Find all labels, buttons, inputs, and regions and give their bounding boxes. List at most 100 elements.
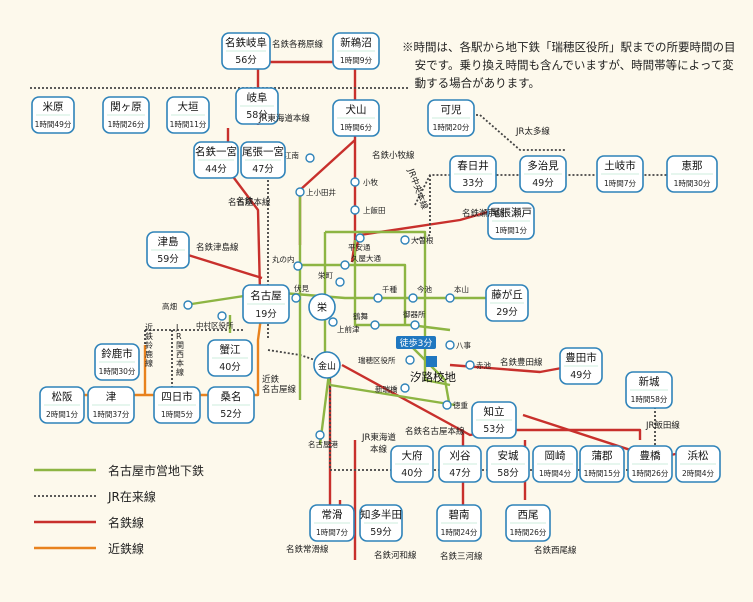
subway-higashiyama-line [184, 290, 495, 307]
minor-station-label: 高畑 [162, 301, 177, 311]
station-name: 西尾 [518, 509, 539, 521]
minor-station-dot [350, 205, 360, 215]
minor-station-dot [350, 177, 360, 187]
station-time: 19分 [255, 309, 277, 320]
station-time: 2時間4分 [682, 469, 715, 478]
minor-station-label: 瑞穂区役所 [358, 355, 396, 365]
minor-station-dot [335, 277, 345, 287]
minor-station-label: 伏見 [294, 283, 309, 293]
station-time: 59分 [157, 254, 179, 265]
subway-meijo-south [329, 383, 456, 407]
line-label: 名鉄常滑線 [286, 544, 329, 555]
station-name: 刈谷 [450, 449, 471, 462]
minor-station-dot [405, 355, 415, 365]
subway-sakura-south [409, 344, 452, 409]
station-circle-sakae [308, 293, 336, 321]
station-name: 蒲郡 [592, 449, 613, 462]
minor-station-dot [442, 400, 452, 410]
station-name: 名鉄一宮 [195, 145, 237, 158]
minor-station-label: 中村区役所 [196, 320, 234, 330]
station-box-hamamatsu: 浜松 2時間4分 [675, 445, 721, 483]
station-box-yokkaichi: 四日市 1時間5分 [153, 386, 201, 424]
minor-station-label: 本山 [454, 284, 469, 294]
line-label: JR太多線 [515, 126, 550, 137]
minor-station-dot [305, 153, 315, 163]
subway-tsurumai-line [353, 240, 451, 332]
legend-label: JR在来線 [107, 489, 156, 504]
station-time: 1時間5分 [161, 410, 194, 419]
station-name: 春日井 [457, 159, 489, 172]
meitetsu-nagoya-line-north [227, 169, 262, 293]
line-label: 名鉄小牧線 [372, 150, 415, 161]
minor-station-label: 名古屋港 [308, 439, 338, 449]
line-label: 名鉄河和線 [374, 550, 417, 561]
station-name: 四日市 [161, 390, 193, 403]
station-time: 1時間7分 [604, 179, 637, 188]
station-name: 犬山 [346, 103, 367, 116]
walk-text: 徒歩3分 [400, 337, 433, 349]
minor-station-dot [217, 311, 227, 321]
line-label: 名鉄西尾線 [534, 545, 577, 556]
station-name: 常滑 [322, 508, 343, 521]
station-name: 知多半田 [360, 508, 402, 521]
station-name: 岐阜 [247, 91, 268, 104]
line-label: JR東海道本線 [258, 113, 310, 124]
minor-station-label: 新瑞橋 [375, 384, 398, 394]
minor-station-label: 久屋大通 [351, 253, 381, 263]
line-label-prefix: 近鉄 [262, 374, 280, 385]
station-time: 47分 [449, 468, 471, 479]
minor-station-label: 御器所 [403, 309, 426, 319]
station-name: 浜松 [688, 449, 709, 462]
station-name: 安城 [498, 449, 519, 462]
line-label: 名鉄三河線 [440, 551, 483, 562]
minor-station-dot [445, 340, 455, 350]
station-time: 1時間20分 [433, 123, 470, 132]
station-time: 1時間26分 [632, 469, 669, 478]
station-name: 松阪 [52, 390, 73, 403]
station-time: 1時間58分 [631, 395, 668, 404]
line-label-prefix: 名鉄 [236, 196, 254, 207]
station-boxes: 米原1時間49分関ヶ原1時間26分大垣1時間11分名鉄岐阜56分新鵜沼1時間9分… [31, 32, 721, 542]
station-name: 土岐市 [604, 159, 636, 172]
station-name: 可児 [441, 104, 462, 116]
station-name: 尾張一宮 [242, 145, 284, 158]
station-time: 1時間15分 [584, 469, 621, 478]
line-label: JR中央本線 [405, 166, 430, 211]
minor-station-dot [465, 360, 475, 370]
meitetsu-mikawa-link [510, 428, 642, 440]
walk-badge: 徒歩3分 [396, 336, 436, 349]
line-labels: 名鉄各務原線JR東海道本線名鉄小牧線名古屋本線名鉄津島線JR中央本線名鉄瀬戸線J… [145, 39, 680, 562]
station-box-kani: 可児 1時間20分 [427, 99, 475, 137]
line-label: 名古屋本線 [228, 197, 271, 208]
minor-station-dot [400, 235, 410, 245]
station-name: 大府 [402, 449, 423, 462]
station-time: 40分 [219, 362, 241, 373]
minor-station-dot [291, 293, 301, 303]
kintetsu-nagoya-line [40, 309, 264, 397]
station-name: 津 [106, 391, 117, 403]
subway-sakuradori [300, 263, 407, 325]
station-name: 名鉄岐阜 [225, 36, 267, 49]
minor-station-label: 丸の内 [272, 254, 295, 264]
legend-label: 名鉄線 [108, 515, 144, 530]
